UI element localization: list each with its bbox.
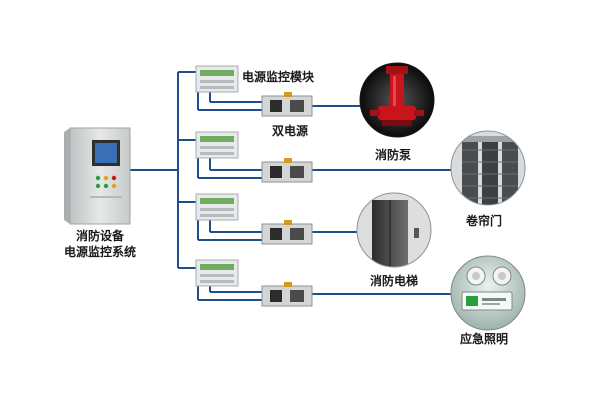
rolling-shutter-image <box>450 130 526 206</box>
fire-elevator-label: 消防电梯 <box>370 274 419 288</box>
emergency-lighting-label: 应急照明 <box>460 332 509 346</box>
controller-label-line1: 消防设备 <box>75 229 124 243</box>
wires <box>130 71 452 301</box>
monitor-module-2 <box>195 131 239 159</box>
dual-power-switch-4 <box>261 282 313 307</box>
dual-power-label: 双电源 <box>272 124 309 138</box>
controller-label: 消防设备 电源监控系统 <box>52 228 148 260</box>
fire-elevator-image <box>356 192 432 268</box>
dual-power-switch-1 <box>261 92 313 117</box>
controller-label-line2: 电源监控系统 <box>63 245 136 259</box>
monitor-module-1 <box>195 65 239 93</box>
monitor-module-3 <box>195 193 239 221</box>
fire-pump-image <box>359 62 435 138</box>
emergency-light-image <box>450 255 526 331</box>
module-label: 电源监控模块 <box>242 70 315 84</box>
control-cabinet <box>64 127 131 225</box>
fire-pump-label: 消防泵 <box>375 148 412 162</box>
dual-power-switch-2 <box>261 158 313 183</box>
monitor-module-4 <box>195 259 239 287</box>
dual-power-switch-3 <box>261 220 313 245</box>
rolling-shutter-label: 卷帘门 <box>466 214 503 228</box>
